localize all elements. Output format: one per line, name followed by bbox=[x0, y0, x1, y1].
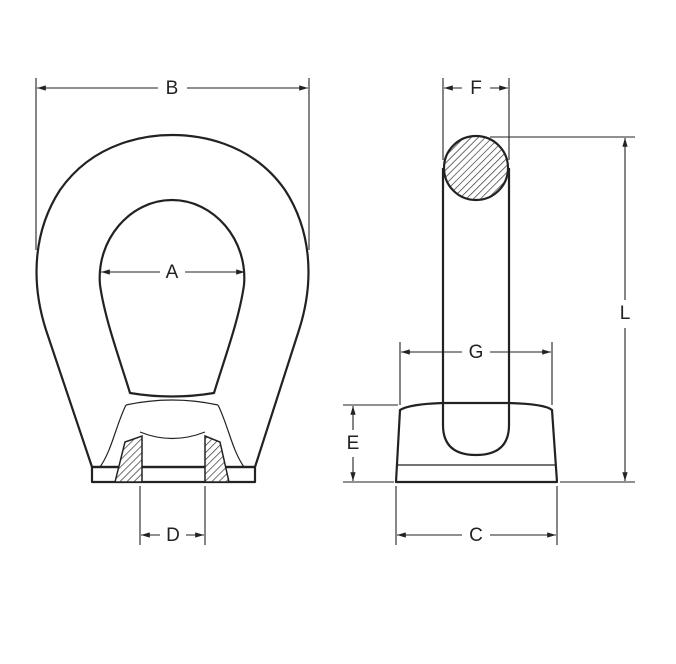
eye-outer-outline bbox=[35, 133, 310, 469]
thread-section-right bbox=[204, 434, 230, 483]
saddle-curve bbox=[99, 399, 245, 468]
front-view bbox=[35, 133, 310, 484]
front-base bbox=[90, 465, 257, 484]
dim-label-e: E bbox=[347, 433, 360, 454]
dim-label-b: B bbox=[166, 78, 179, 99]
dim-label-a: A bbox=[166, 262, 179, 283]
shank-cross-section bbox=[442, 134, 510, 202]
dim-label-d: D bbox=[166, 525, 180, 546]
side-base bbox=[394, 401, 559, 484]
dim-label-f: F bbox=[470, 78, 482, 99]
dim-label-c: C bbox=[469, 525, 483, 546]
dim-label-g: G bbox=[469, 342, 484, 363]
eye-inner-opening bbox=[98, 198, 246, 398]
extension-lines bbox=[35, 78, 635, 545]
thread-section-left bbox=[114, 434, 143, 483]
shank bbox=[441, 168, 511, 457]
side-view bbox=[394, 134, 559, 484]
dim-label-l: L bbox=[620, 303, 631, 324]
